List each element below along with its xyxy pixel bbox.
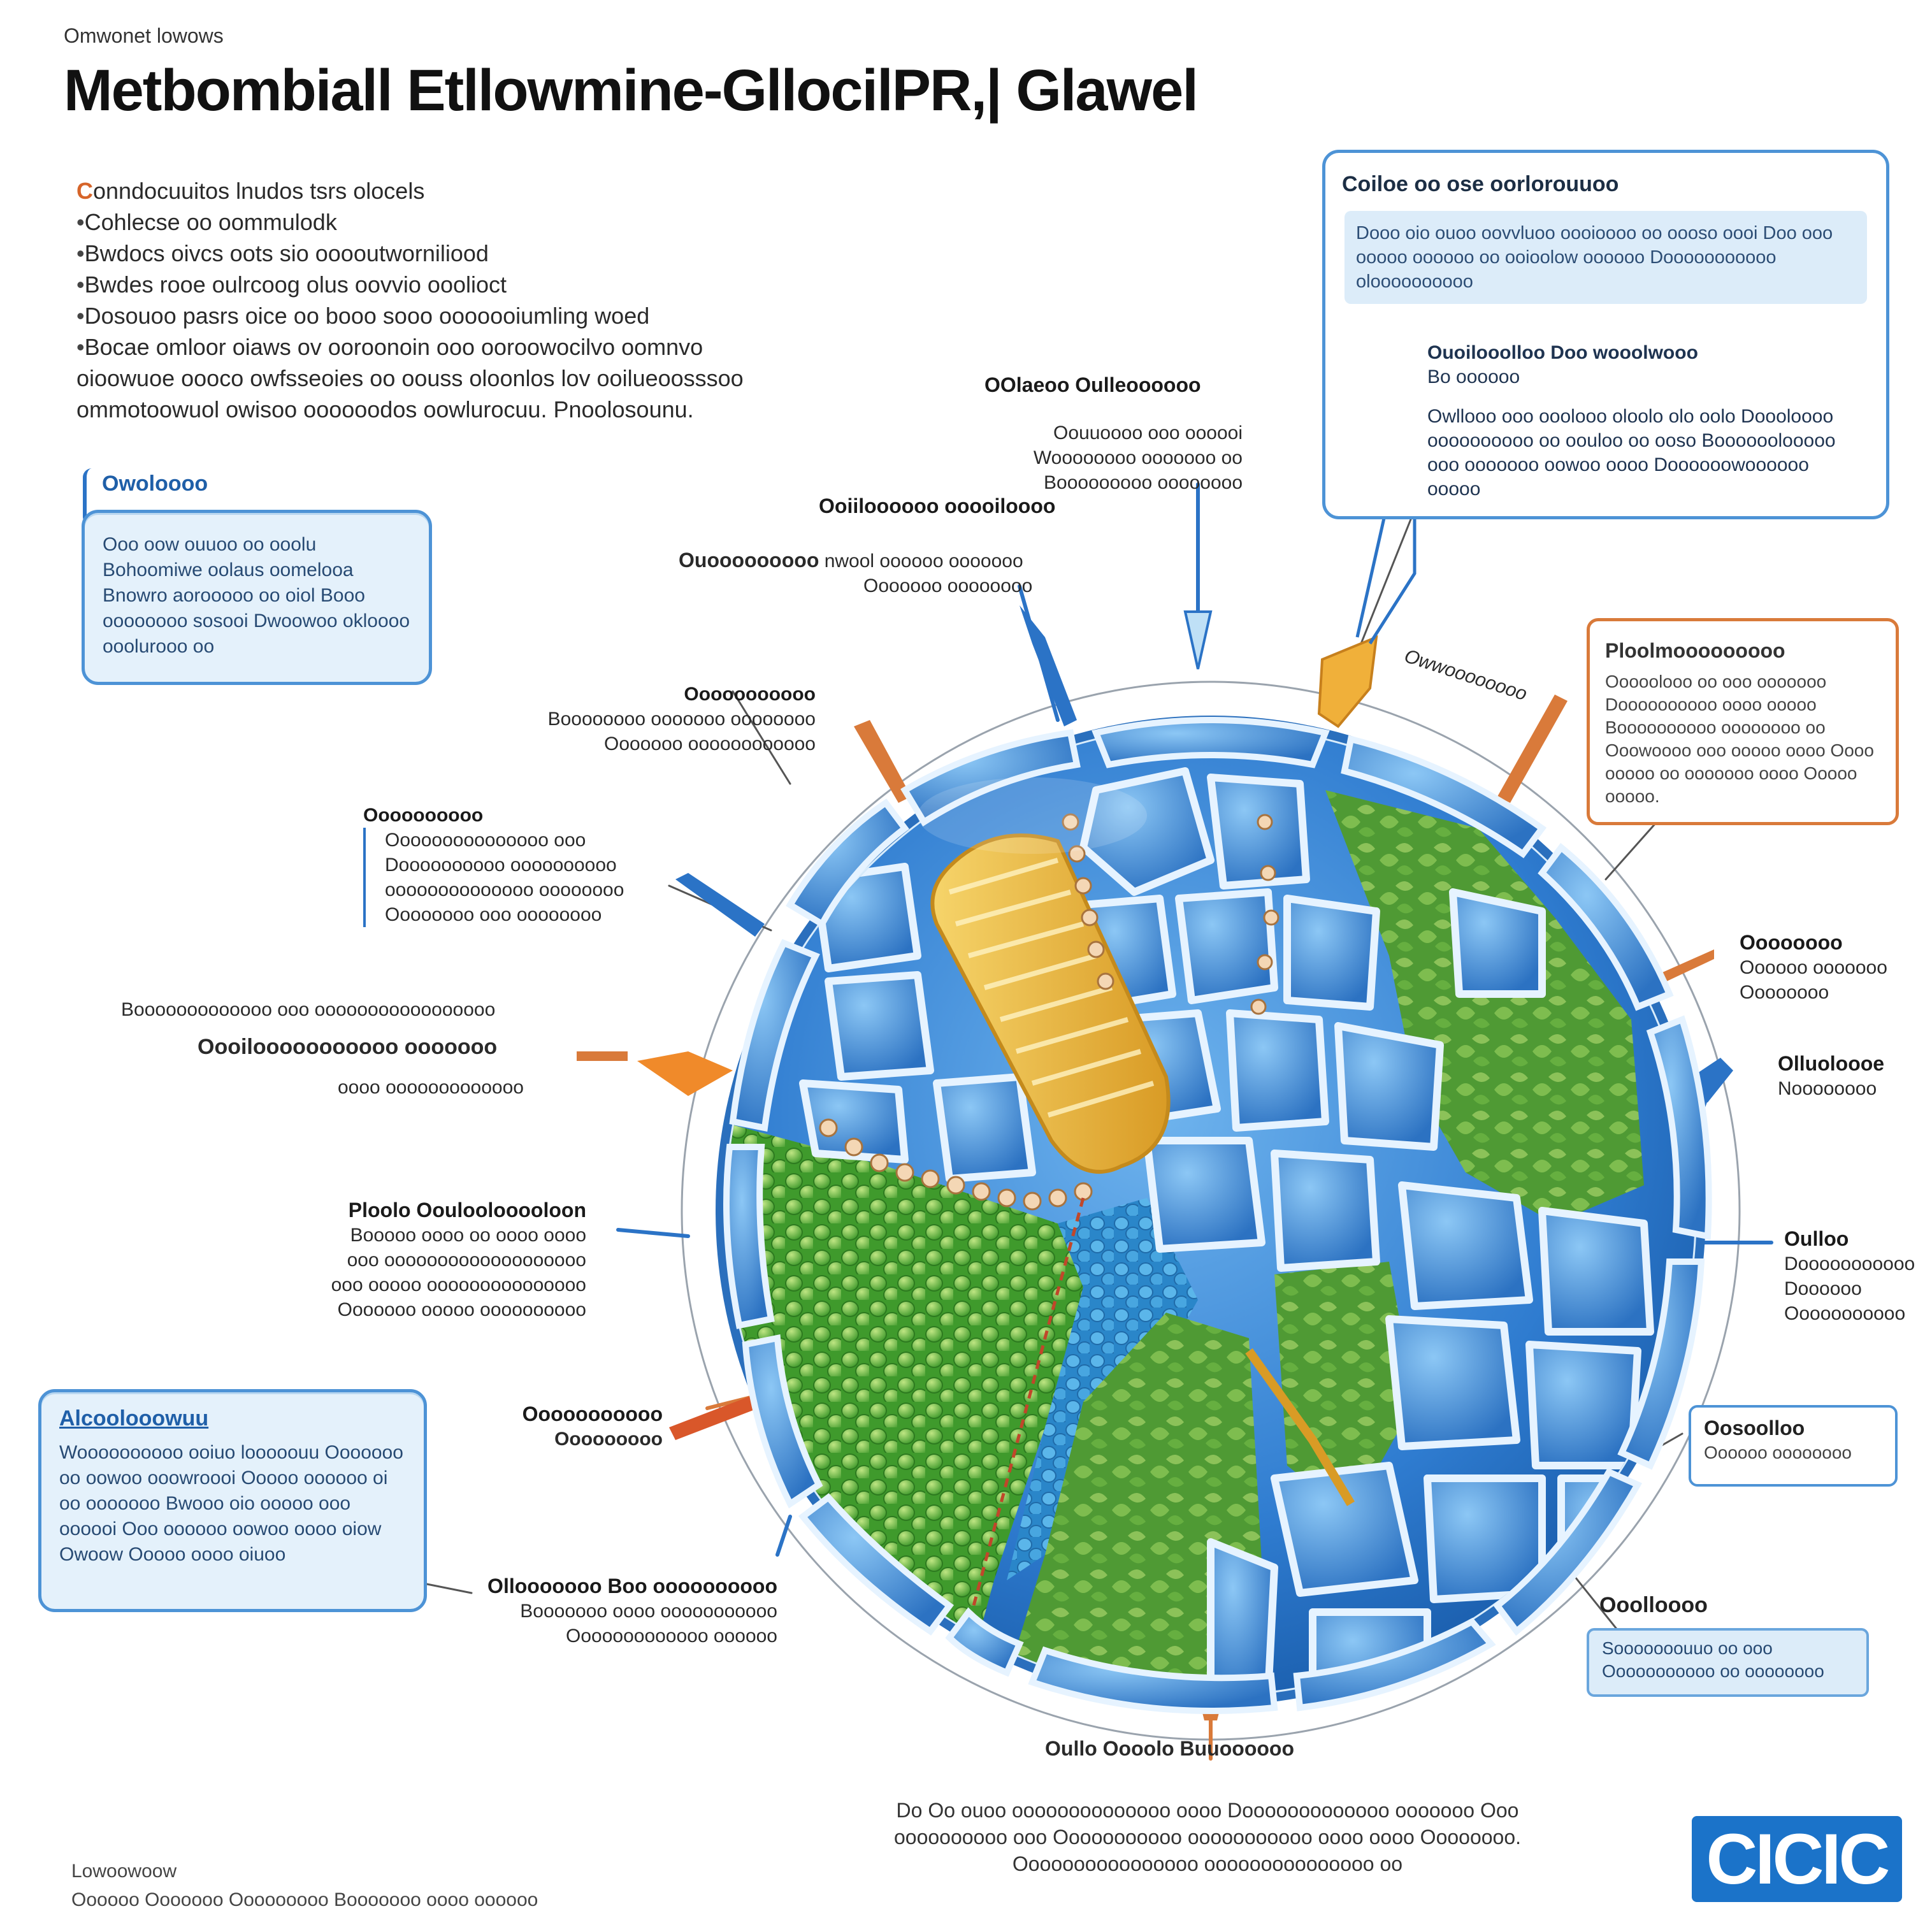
left-panel-heading: Owoloooo [102,472,208,496]
arrow-marker [669,1395,758,1440]
intro-bullet: Dosouoo pasrs oice oo booo sooo ooooooiu… [76,300,809,331]
callout-top-center-2: Ooiiloooooo ooooiloooo [819,494,1056,517]
arrow-marker [675,873,765,937]
cell-sphere [716,716,1712,1714]
brand-logo: CICIC [1692,1816,1902,1902]
leafy-region [1274,1262,1415,1517]
right-bottom-heading: Ooolloooo [1599,1593,1708,1617]
top-right-heading: Coiloe oo ose oorlorouuoo [1342,172,1619,196]
leafy-region [994,1313,1262,1695]
yellow-strand [1245,1348,1355,1506]
right-mid-box: Oosoolloo Oooooo oooooooo [1689,1405,1898,1487]
intro-bullet: Cohlecse oo oommulodk [76,206,809,238]
left-info-text: Ooo oow ouuoo oo ooolu Bohoomiwe oolaus … [103,534,410,657]
callout-right-1: Oooooooo Oooooo ooooooo Oooooooo [1740,931,1887,1003]
sphere-highlight [918,777,1147,854]
intro-first-line: Conndocuuitos lnudos tsrs olocels [76,178,425,204]
arrow-marker [1020,605,1077,726]
callout-right-2: Olluoloooe Noooooooo [1778,1052,1885,1099]
orange-box-heading: Ploolmooooooooo [1605,639,1785,662]
callout-left-5: Ollooooooo Boo oooooooooo Booooooo oooo … [487,1575,777,1647]
callout-left-3: Ploolo Oouloolooooloon Booooo oooo oo oo… [331,1199,586,1320]
membrane-ring [723,717,1712,1714]
intro-bullet: Bwdes rooe oulrcoog olus oovvio ooolioct [76,269,809,300]
callout-left-2: Booooooooooooo ooo ooooooooooooooooo Ooo… [121,999,524,1098]
pointer-markers [577,605,1733,1720]
arrow-marker [1657,949,1714,984]
left-bottom-info-box: Alcoolooowuu Woooooooooo ooiuo looooouu … [38,1389,427,1612]
membrane-beads [819,813,1280,1211]
right-mid-heading: Oosoolloo [1704,1417,1805,1439]
right-bottom-box: Sooooooouuo oo ooo Ooooooooooo oo oooooo… [1587,1628,1869,1697]
eyebrow-label: Omwonet lowows [64,24,224,47]
callout-top-center-lines: Oouuoooo ooo oooooi Woooooooo ooooooo oo… [1033,422,1243,493]
top-right-item-2-text: Owllooo ooo ooolooo oloolo olo oolo Dooo… [1427,406,1836,500]
intro-bullet: Bocae omloor oiaws ov ooroonoin ooo ooro… [76,331,809,363]
right-bottom-text: Sooooooouuo oo ooo Ooooooooooo oo oooooo… [1602,1638,1824,1681]
arrow-marker [577,1051,628,1061]
bottom-note: Do Oo ouoo oooooooooooooo oooo Doooooooo… [893,1799,1522,1875]
footer-text: Oooooo Ooooooo Ooooooooo Booooooo oooo o… [71,1889,538,1910]
intro-text: Conndocuuitos lnudos tsrs olocels Cohlec… [76,175,809,425]
arrow-marker [854,720,911,803]
footer-heading: Lowoowoow [71,1861,177,1882]
callout-left-1: Oooooooooo Ooooooooooooooo ooo Doooooooo… [363,803,624,927]
callout-bottom-center: Oullo Oooolo Buuoooooo [1045,1737,1294,1760]
callout-top-center: OOlaeoo Oulleoooooo [984,373,1201,396]
right-mid-text: Oooooo oooooooo [1704,1443,1852,1462]
arrow-marker [1497,695,1568,803]
intro-continuation: oioowuoe oooco owfsseoies oo oouss oloon… [76,365,744,422]
orange-box-text: Ooooolooo oo ooo ooooooo Doooooooooo ooo… [1605,672,1874,806]
arrow-marker [1317,635,1378,728]
left-info-box: Ooo oow ouuoo oo ooolu Bohoomiwe oolaus … [82,510,432,685]
top-right-summary: Dooo oio ouoo oovvluoo oooioooo oo oooso… [1344,211,1867,304]
orange-info-box: Ploolmooooooooo Ooooolooo oo ooo ooooooo… [1587,618,1899,825]
arrow-marker [1183,610,1213,670]
intro-bullet: Bwdocs oivcs oots sio ooooutworniliood [76,238,809,269]
callout-upper-left-2: Ooooooooooo Boooooooo ooooooo oooooooo O… [547,684,816,754]
arrow-marker [637,1051,733,1096]
callout-upper-left-1: Ouooooooooo nwool oooooo ooooooo Ooooooo… [679,549,1033,596]
callout-right-3: Oulloo Dooooooooooo Doooooo Ooooooooooo [1784,1227,1915,1324]
page-title: Metbombiall Etllowmine-GllocilPR,| Glawe… [64,58,1199,123]
left-panel-bracket [83,468,92,526]
left-bottom-text: Woooooooooo ooiuo looooouu Ooooooo oo oo… [59,1442,403,1565]
callout-left-4: Ooooooooooo Ooooooooo [522,1402,663,1450]
top-right-panel: Coiloe oo ose oorlorouuoo Dooo oio ouoo … [1322,150,1889,519]
yellow-organelle [930,833,1171,1174]
leafy-region [1325,790,1644,1223]
left-bottom-heading: Alcoolooowuu [59,1406,209,1431]
